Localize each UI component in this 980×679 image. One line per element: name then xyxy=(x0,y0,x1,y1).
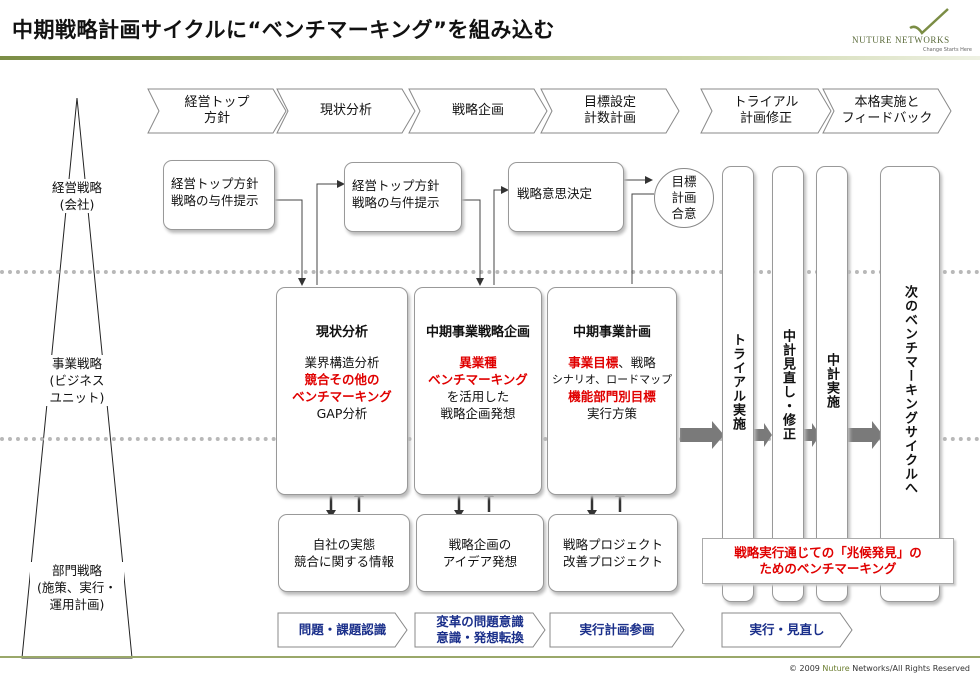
footer-divider xyxy=(0,656,980,658)
review-bar: 中計見直し・修正 xyxy=(772,166,804,602)
outcome-3: 実行計画参画 xyxy=(549,612,685,648)
copyright-notice: © 2009 Nuture Networks/All Rights Reserv… xyxy=(789,664,970,673)
outcome-label: 実行・見直し xyxy=(749,622,825,637)
trial-bar: トライアル実施 xyxy=(722,166,754,602)
execute-bar: 中計実施 xyxy=(816,166,848,602)
box-line: 業界構造分析 xyxy=(304,355,380,370)
phase-label: 戦略企画 xyxy=(451,103,504,118)
box-highlight: 競合その他の xyxy=(304,372,380,387)
box-line: を活用した xyxy=(446,389,510,404)
outcome-label: 実行計画参画 xyxy=(579,622,655,637)
level-label-department: 部門戦略 (施策、実行・ 運用計画) xyxy=(30,562,124,613)
level-divider-upper xyxy=(0,270,980,274)
outcome-1: 問題・課題認識 xyxy=(277,612,408,648)
phase-label: トライアル 計画修正 xyxy=(733,95,799,126)
box-highlight: 事業目標 xyxy=(568,355,619,370)
outcome-label: 変革の問題意識 意識・発想転換 xyxy=(436,614,524,645)
dept-box-idea-generation: 戦略企画の アイデア発想 xyxy=(416,514,544,592)
box-highlight: 異業種 xyxy=(459,355,497,370)
box-line: 実行方策 xyxy=(586,406,637,421)
company-logo: NUTURE NETWORKS Change Starts Here xyxy=(852,6,976,54)
corporate-box-top-policy: 経営トップ方針 戦略の与件提示 xyxy=(163,160,275,230)
header-divider xyxy=(0,56,980,60)
phase-label: 経営トップ 方針 xyxy=(184,95,250,126)
outcome-2: 変革の問題意識 意識・発想転換 xyxy=(414,612,546,648)
page-title: 中期戦略計画サイクルに“ベンチマーキング”を組み込む xyxy=(12,18,555,42)
phase-label: 現状分析 xyxy=(319,103,372,118)
bar-label: 次のベンチマーキングサイクルへ xyxy=(902,285,917,495)
target-agreement-circle: 目標 計画 合意 xyxy=(654,168,714,228)
phase-label: 本格実施と フィードバック xyxy=(841,95,933,126)
box-highlight: ベンチマーキング xyxy=(428,372,528,387)
business-box-strategy-planning: 中期事業戦略企画 異業種 ベンチマーキング を活用した 戦略企画発想 xyxy=(414,287,542,495)
phase-chevron-5: トライアル 計画修正 xyxy=(700,88,832,134)
box-title: 中期事業計画 xyxy=(572,325,651,340)
phase-chevron-2: 現状分析 xyxy=(276,88,416,134)
logo-tagline: Change Starts Here xyxy=(923,47,972,53)
signal-benchmarking-note: 戦略実行通じての「兆候発見」の ためのベンチマーキング xyxy=(702,538,954,584)
dept-box-projects: 戦略プロジェクト 改善プロジェクト xyxy=(548,514,678,592)
box-line: シナリオ、ロードマップ xyxy=(551,373,673,386)
box-highlight: ベンチマーキング xyxy=(292,389,392,404)
copyright-brand: Nuture xyxy=(822,664,850,673)
box-line: GAP分析 xyxy=(316,406,368,421)
level-label-corporate: 経営戦略 (会社) xyxy=(30,179,124,213)
phase-chevron-4: 目標設定 計数計画 xyxy=(540,88,680,134)
copyright-prefix: © 2009 xyxy=(788,664,823,673)
outcome-label: 問題・課題認識 xyxy=(298,622,387,637)
phase-label: 目標設定 計数計画 xyxy=(583,95,636,126)
dept-box-internal-info: 自社の実態 競合に関する情報 xyxy=(278,514,410,592)
business-box-current-analysis: 現状分析 業界構造分析 競合その他の ベンチマーキング GAP分析 xyxy=(276,287,408,495)
phase-chevron-1: 経営トップ 方針 xyxy=(147,88,287,134)
corporate-box-top-policy-2: 経営トップ方針 戦略の与件提示 xyxy=(344,162,462,232)
copyright-suffix: Networks/All Rights Reserved xyxy=(849,664,970,673)
box-highlight: 機能部門別目標 xyxy=(568,389,656,404)
level-label-business: 事業戦略 (ビジネス ユニット) xyxy=(36,355,118,406)
box-title: 現状分析 xyxy=(315,325,368,340)
phase-chevron-3: 戦略企画 xyxy=(408,88,548,134)
logo-checkmark-icon xyxy=(909,8,949,35)
outcome-4: 実行・見直し xyxy=(721,612,853,648)
box-line: 、戦略 xyxy=(618,355,656,370)
bar-label: 中計実施 xyxy=(824,353,839,409)
box-title: 中期事業戦略企画 xyxy=(425,325,530,340)
logo-name: NUTURE NETWORKS xyxy=(852,35,950,45)
bar-label: 中計見直し・修正 xyxy=(780,329,795,441)
phase-chevron-6: 本格実施と フィードバック xyxy=(822,88,952,134)
next-cycle-bar: 次のベンチマーキングサイクルへ xyxy=(880,166,940,602)
corporate-box-decision: 戦略意思決定 xyxy=(508,162,624,232)
business-box-midterm-plan: 中期事業計画 事業目標、戦略 シナリオ、ロードマップ 機能部門別目標 実行方策 xyxy=(547,287,677,495)
bar-label: トライアル実施 xyxy=(730,333,745,431)
box-line: 戦略企画発想 xyxy=(440,406,516,421)
